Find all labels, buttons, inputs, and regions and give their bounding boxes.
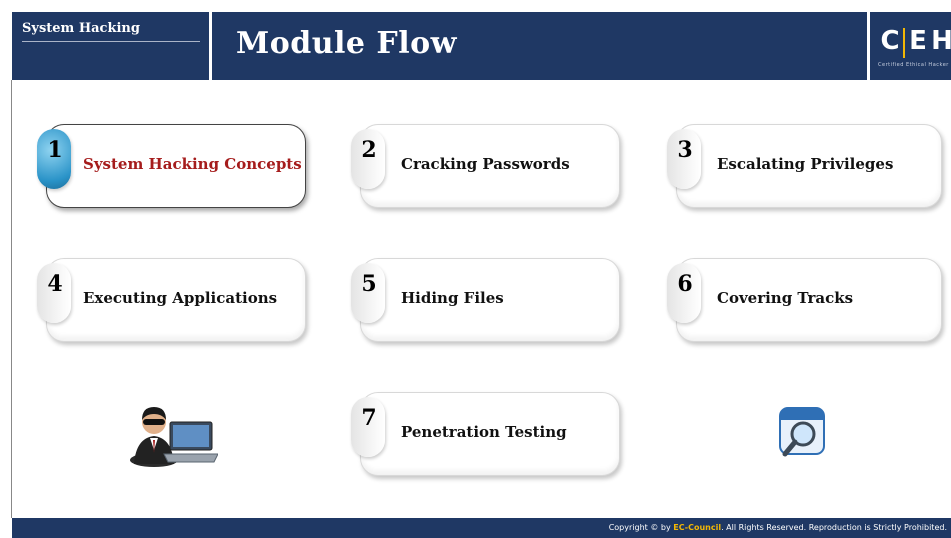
step-number: 1 [47,137,63,163]
step-label: Covering Tracks [717,289,854,307]
step-card-3[interactable]: 3 Escalating Privileges [667,124,942,208]
brand-name: EC-Council [673,523,722,532]
section-label: System Hacking [22,21,140,36]
step-label: System Hacking Concepts [83,155,302,173]
step-number: 2 [361,137,377,163]
hacker-laptop-icon [130,407,218,467]
step-card-2[interactable]: 2 Cracking Passwords [351,124,620,208]
step-tab [351,129,385,189]
step-label: Penetration Testing [401,423,567,441]
step-label: Escalating Privileges [717,155,894,173]
logo-letters: C E H [878,26,951,58]
logo-separator [903,28,905,58]
header-bar: System Hacking Module Flow C E H Certifi… [12,12,951,80]
logo-letter-c: C [880,26,900,56]
step-label: Cracking Passwords [401,155,570,173]
step-number: 5 [361,271,377,297]
step-label: Hiding Files [401,289,504,307]
step-number: 7 [361,405,377,431]
step-number: 3 [677,137,693,163]
logo-letter-e: E [909,26,927,56]
step-tab [667,129,701,189]
logo-letter-h: H [931,26,951,56]
copyright-suffix: . All Rights Reserved. Reproduction is S… [721,523,947,532]
left-border [11,80,12,518]
step-label: Executing Applications [83,289,278,307]
copyright-notice: Copyright © by EC-Council. All Rights Re… [609,523,947,532]
step-number: 6 [677,271,693,297]
step-tab [351,263,385,323]
section-box: System Hacking [12,12,212,80]
step-card-4[interactable]: 4 Executing Applications [37,258,306,342]
step-tab [667,263,701,323]
step-card-5[interactable]: 5 Hiding Files [351,258,620,342]
step-tab [351,397,385,457]
section-divider [22,41,200,42]
ceh-logo: C E H Certified Ethical Hacker [867,12,951,80]
step-tab [37,129,71,189]
page-title: Module Flow [236,26,457,61]
step-number: 4 [47,271,63,297]
step-tab [37,263,71,323]
logo-subtitle: Certified Ethical Hacker [878,62,949,68]
step-card-1[interactable]: 1 System Hacking Concepts [37,124,306,208]
step-card-6[interactable]: 6 Covering Tracks [667,258,942,342]
search-window-icon [779,407,825,457]
footer-bar: Copyright © by EC-Council. All Rights Re… [12,518,951,538]
copyright-prefix: Copyright © by [608,523,674,532]
step-card-7[interactable]: 7 Penetration Testing [351,392,620,476]
